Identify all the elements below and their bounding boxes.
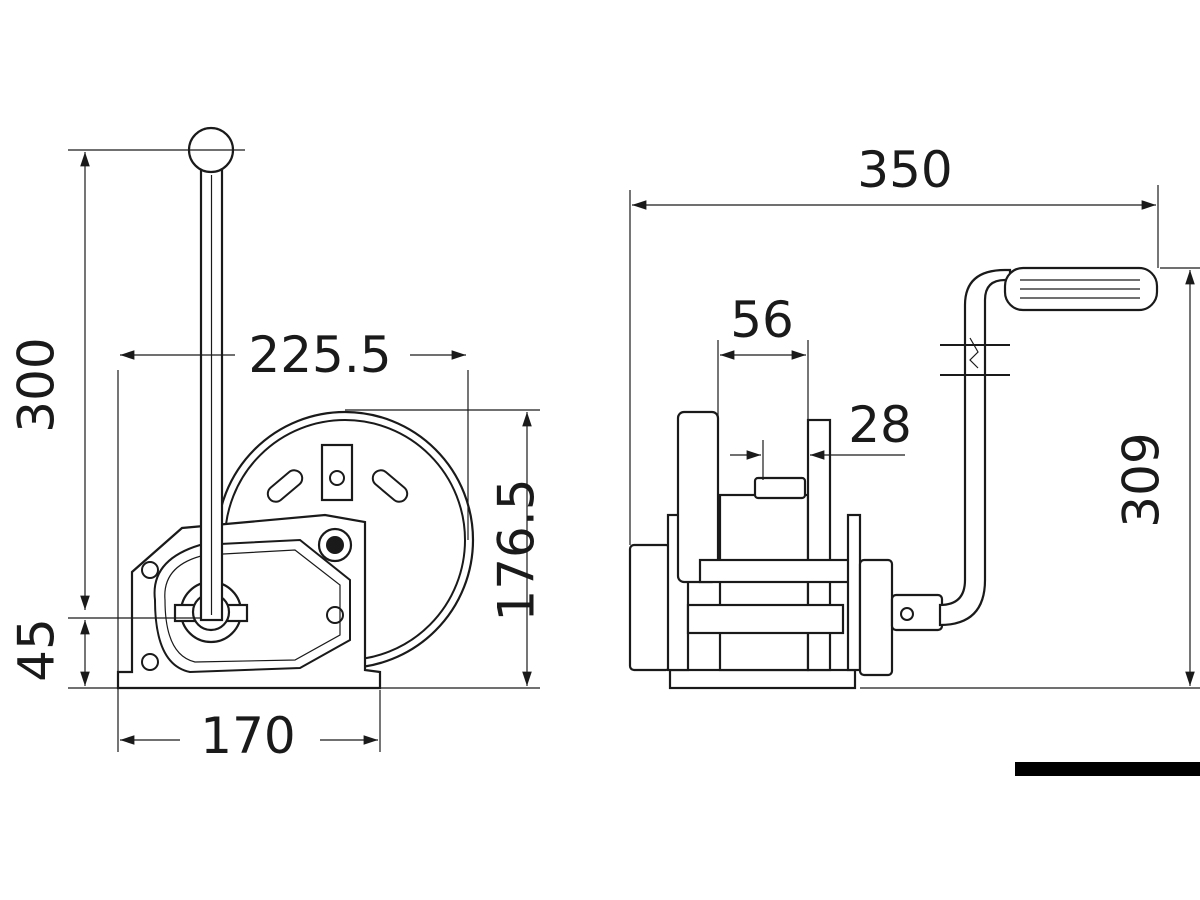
dim-axis-height: 45 <box>8 618 66 682</box>
drum-slot <box>266 469 304 503</box>
crank-arm <box>938 268 1012 627</box>
dim-height-drum: 176.5 <box>488 478 546 621</box>
tie-bar <box>698 558 852 584</box>
gear-cover <box>153 538 351 674</box>
dim-base-width: 170 <box>200 707 295 765</box>
ratchet-block <box>320 443 354 502</box>
dim-drum-width: 28 <box>848 396 912 454</box>
handle-hub <box>890 593 944 632</box>
scale-bar <box>1015 762 1200 776</box>
dim-width-drum: 225.5 <box>248 326 391 384</box>
frame-plate-left <box>676 410 720 584</box>
housing-plate <box>116 513 382 690</box>
base-plate <box>668 668 857 690</box>
side-plate-right <box>846 513 862 672</box>
bolt-icon <box>329 470 345 486</box>
gear-housing-left <box>628 543 672 672</box>
dim-handle-height: 309 <box>1113 432 1171 527</box>
side-view: 300 225.5 176.5 45 170 <box>8 126 546 765</box>
dim-total-width: 350 <box>857 141 952 199</box>
dim-frame-width: 56 <box>730 291 794 349</box>
bolt-icon <box>326 606 344 624</box>
pawl <box>753 476 807 500</box>
gear-housing-right <box>858 558 894 677</box>
drum-slot <box>371 469 409 503</box>
drum-shaft <box>686 603 845 635</box>
bolt-icon <box>141 653 159 671</box>
bolt-icon <box>141 561 159 579</box>
front-view: 350 56 28 309 <box>628 141 1200 690</box>
dim-height-total: 300 <box>8 337 66 432</box>
